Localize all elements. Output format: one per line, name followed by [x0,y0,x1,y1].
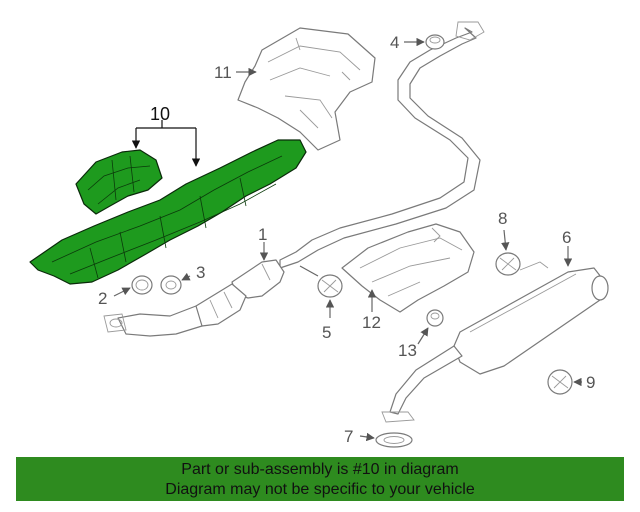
part-6-muffler[interactable] [389,261,609,415]
callout-3: 3 [196,263,205,282]
callout-10: 10 [150,104,170,124]
callout-12: 12 [362,313,381,332]
callout-1: 1 [258,225,267,244]
callout-labels: 1 2 3 4 5 6 7 8 9 10 11 12 13 [98,33,595,446]
part-1-front-pipe-converter[interactable] [103,259,285,337]
callout-8: 8 [498,209,507,228]
part-5-hanger[interactable] [299,265,343,298]
part-12-lower-heat-shield[interactable] [341,223,475,313]
part-13-rubber-hanger[interactable] [426,309,444,327]
part-10-heat-shield-highlighted[interactable] [29,139,307,285]
part-4-gasket[interactable] [425,34,445,50]
part-3-nut[interactable] [160,275,182,295]
callout-13: 13 [398,341,417,360]
callout-7: 7 [344,427,353,446]
callout-2: 2 [98,289,107,308]
banner-line-disclaimer: Diagram may not be specific to your vehi… [165,481,475,498]
part-2-gasket-ring[interactable] [131,275,153,295]
banner-line-part: Part or sub-assembly is #10 in diagram [181,461,459,478]
part-11-upper-heat-shield[interactable] [237,27,376,151]
callout-6: 6 [562,228,571,247]
callout-11: 11 [214,63,232,82]
part-8-hanger[interactable] [495,252,521,276]
part-7-gasket[interactable] [375,411,415,448]
info-banner: Part or sub-assembly is #10 in diagram D… [16,457,624,501]
part-9-hanger[interactable] [547,369,573,395]
callout-5: 5 [322,323,331,342]
callout-4: 4 [390,33,399,52]
exhaust-pipe[interactable] [279,21,485,269]
callout-leaders [113,37,582,442]
callout-9: 9 [586,373,595,392]
